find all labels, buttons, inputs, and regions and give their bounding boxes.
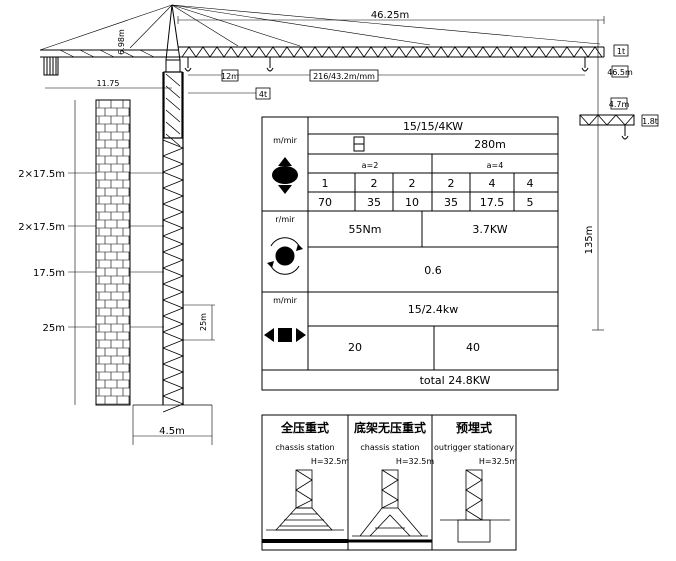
hook-1: [184, 57, 192, 72]
tip-radius-label: 46.5m: [607, 68, 633, 77]
gear-6: 4: [527, 177, 534, 190]
speed-3: 10: [405, 196, 419, 209]
station-2-cn: 底架无压重式: [354, 420, 426, 435]
hoist-power: 15/15/4KW: [403, 120, 463, 133]
counter-jib-label: 11.75: [97, 79, 120, 88]
total-power: total 24.8KW: [420, 374, 491, 387]
trolley-speed-low: 20: [348, 341, 362, 354]
crane-elevation: [39, 4, 635, 445]
spec-table: [261, 116, 559, 391]
section-label-3: 17.5m: [33, 268, 65, 279]
moment-label: 216/43.2m/mm: [313, 72, 375, 81]
gear-1: 1: [322, 177, 329, 190]
gear-3: 2: [409, 177, 416, 190]
tip-load-label: 1t: [617, 47, 625, 56]
jib-lattice: [181, 46, 603, 58]
speed-2: 35: [367, 196, 381, 209]
trolley-unit: m/mir: [273, 296, 298, 305]
operator-cab: [165, 59, 181, 73]
climbing-frame: [163, 71, 183, 139]
trolley-speed-high: 40: [466, 341, 480, 354]
station-1-cn: 全压重式: [280, 420, 329, 435]
gear-2: 2: [371, 177, 378, 190]
station-3-h: H=32.5m: [479, 457, 518, 466]
station-1-h: H=32.5m: [311, 457, 350, 466]
station-3-en: outrigger stationary: [434, 443, 514, 452]
stations-table: [261, 414, 517, 551]
slewing-torque: 55Nm: [349, 223, 382, 236]
gear-5: 4: [489, 177, 496, 190]
speed-4: 35: [444, 196, 458, 209]
trolley-radius-label: 4.7m: [609, 100, 630, 109]
slewing-unit: r/mir: [275, 215, 295, 224]
hoist-hook-icon: [353, 136, 365, 152]
station-3-drawing: [440, 469, 510, 543]
station-2-h: H=32.5m: [396, 457, 435, 466]
building-wall: [95, 99, 131, 406]
hook-2: [266, 57, 274, 72]
section-label-4: 25m: [43, 323, 65, 334]
section-label-2: 2×17.5m: [18, 222, 65, 233]
base-width-label: 4.5m: [159, 426, 185, 437]
station-1-en: chassis station: [275, 443, 334, 452]
section-25-label: 25m: [199, 313, 208, 331]
trolley-load-label: 1.8t: [642, 117, 658, 126]
height-total-label: 135m: [584, 226, 595, 255]
slewing-power: 3.7KW: [472, 223, 507, 236]
speed-1: 70: [318, 196, 332, 209]
hook-3: [581, 57, 589, 72]
dim-12m-label: 12m: [221, 72, 239, 81]
station-2-drawing: [352, 469, 428, 537]
load-4t-label: 4t: [259, 90, 267, 99]
station-3-cn: 预埋式: [456, 420, 492, 435]
trolley-icon: [264, 328, 306, 342]
speed-6: 5: [527, 196, 534, 209]
group-a: a=2: [362, 161, 379, 170]
group-b: a=4: [487, 161, 504, 170]
speed-5: 17.5: [480, 196, 505, 209]
section-label-1: 2×17.5m: [18, 169, 65, 180]
top-height-label: 6.98m: [117, 29, 126, 55]
mast-lattice: [162, 73, 185, 413]
hoist-icon: [272, 157, 298, 194]
station-1-drawing: [266, 469, 344, 531]
brick-pattern: [96, 100, 130, 405]
slewing-icon: [267, 237, 303, 275]
gear-4: 2: [448, 177, 455, 190]
station-2-en: chassis station: [360, 443, 419, 452]
jib-length-label: 46.25m: [371, 10, 409, 21]
trolley-power: 15/2.4kw: [408, 303, 459, 316]
hoist-unit: m/mir: [273, 136, 298, 145]
hoist-speed-total: 280m: [474, 138, 506, 151]
slewing-speed: 0.6: [424, 264, 442, 277]
